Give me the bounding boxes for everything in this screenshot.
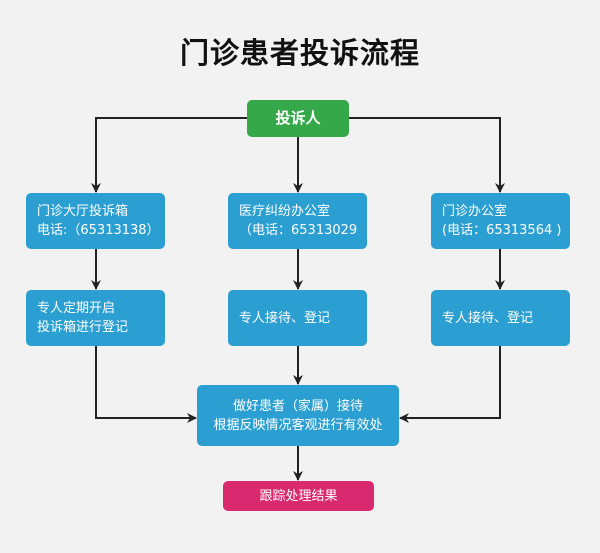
- page-title: 门诊患者投诉流程: [179, 36, 420, 70]
- edge-office-handle: [399, 346, 501, 423]
- node-phone: 电话:（65313138）: [37, 223, 160, 238]
- edge-complainant-outpatient: [349, 117, 505, 193]
- node-label: 根据反映情况客观进行有效处: [213, 417, 383, 433]
- node-label: 专人定期开启: [37, 301, 116, 316]
- node-complainant: 投诉人: [247, 100, 349, 137]
- node-label: 专人接待、登记: [442, 310, 534, 326]
- node-handle: 做好患者（家属）接待 根据反映情况客观进行有效处: [197, 385, 399, 446]
- node-label: 投诉箱进行登记: [37, 320, 129, 335]
- node-outpatient-office: 门诊办公室 (电话：65313564 ): [431, 193, 570, 249]
- node-phone: (电话：65313564 ): [442, 223, 562, 238]
- node-phone: （电话：65313029: [239, 223, 358, 238]
- node-label: 做好患者（家属）接待: [232, 398, 363, 414]
- edge-periodic-handle: [95, 346, 197, 423]
- node-lobby-complaint-box: 门诊大厅投诉箱 电话:（65313138）: [26, 193, 165, 249]
- node-follow-up: 跟踪处理结果: [223, 481, 374, 511]
- node-periodic-open: 专人定期开启 投诉箱进行登记: [26, 290, 165, 346]
- node-label: 医疗纠纷办公室: [239, 204, 331, 219]
- node-label: 门诊办公室: [442, 204, 508, 219]
- node-label: 投诉人: [275, 109, 321, 127]
- node-dispute-reception: 专人接待、登记: [228, 290, 367, 346]
- node-label: 门诊大厅投诉箱: [37, 204, 129, 219]
- node-label: 专人接待、登记: [239, 310, 331, 326]
- node-dispute-office: 医疗纠纷办公室 （电话：65313029: [228, 193, 367, 249]
- node-label: 跟踪处理结果: [259, 488, 338, 504]
- edge-complainant-lobby: [91, 117, 247, 193]
- node-office-reception: 专人接待、登记: [431, 290, 570, 346]
